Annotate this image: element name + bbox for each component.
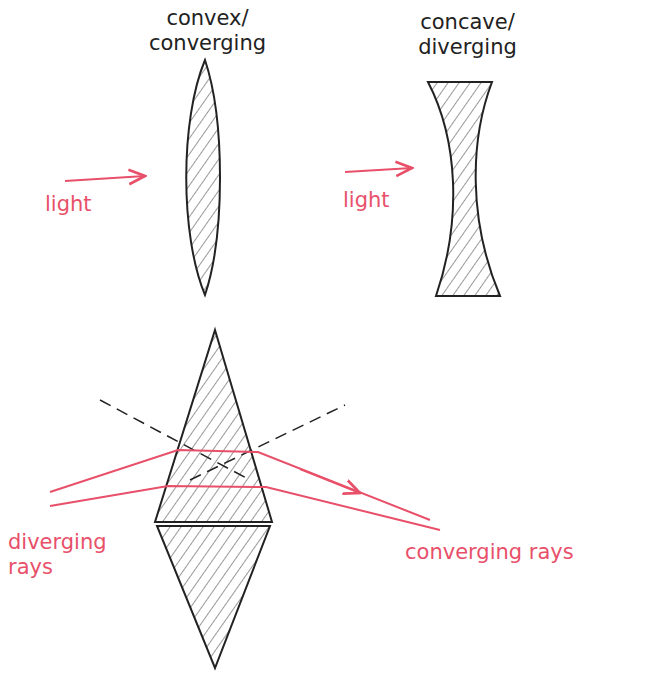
- ray: [50, 450, 430, 520]
- ray: [50, 486, 440, 530]
- lens-type-label: concave/ diverging: [400, 10, 535, 60]
- lens-type-label: convex/ converging: [145, 6, 270, 56]
- light-label: light: [45, 192, 92, 217]
- concave-lens: [428, 82, 500, 296]
- convex-lens: [186, 60, 220, 295]
- ray-arrow: [300, 469, 360, 493]
- light-label: light: [343, 188, 390, 213]
- ray-label: converging rays: [405, 540, 574, 565]
- upper-prism: [155, 330, 272, 522]
- light-arrow: [65, 176, 145, 181]
- lower-prism: [157, 526, 270, 668]
- normal-line: [190, 405, 345, 480]
- ray-label: diverging rays: [8, 530, 133, 580]
- light-arrow: [345, 168, 412, 172]
